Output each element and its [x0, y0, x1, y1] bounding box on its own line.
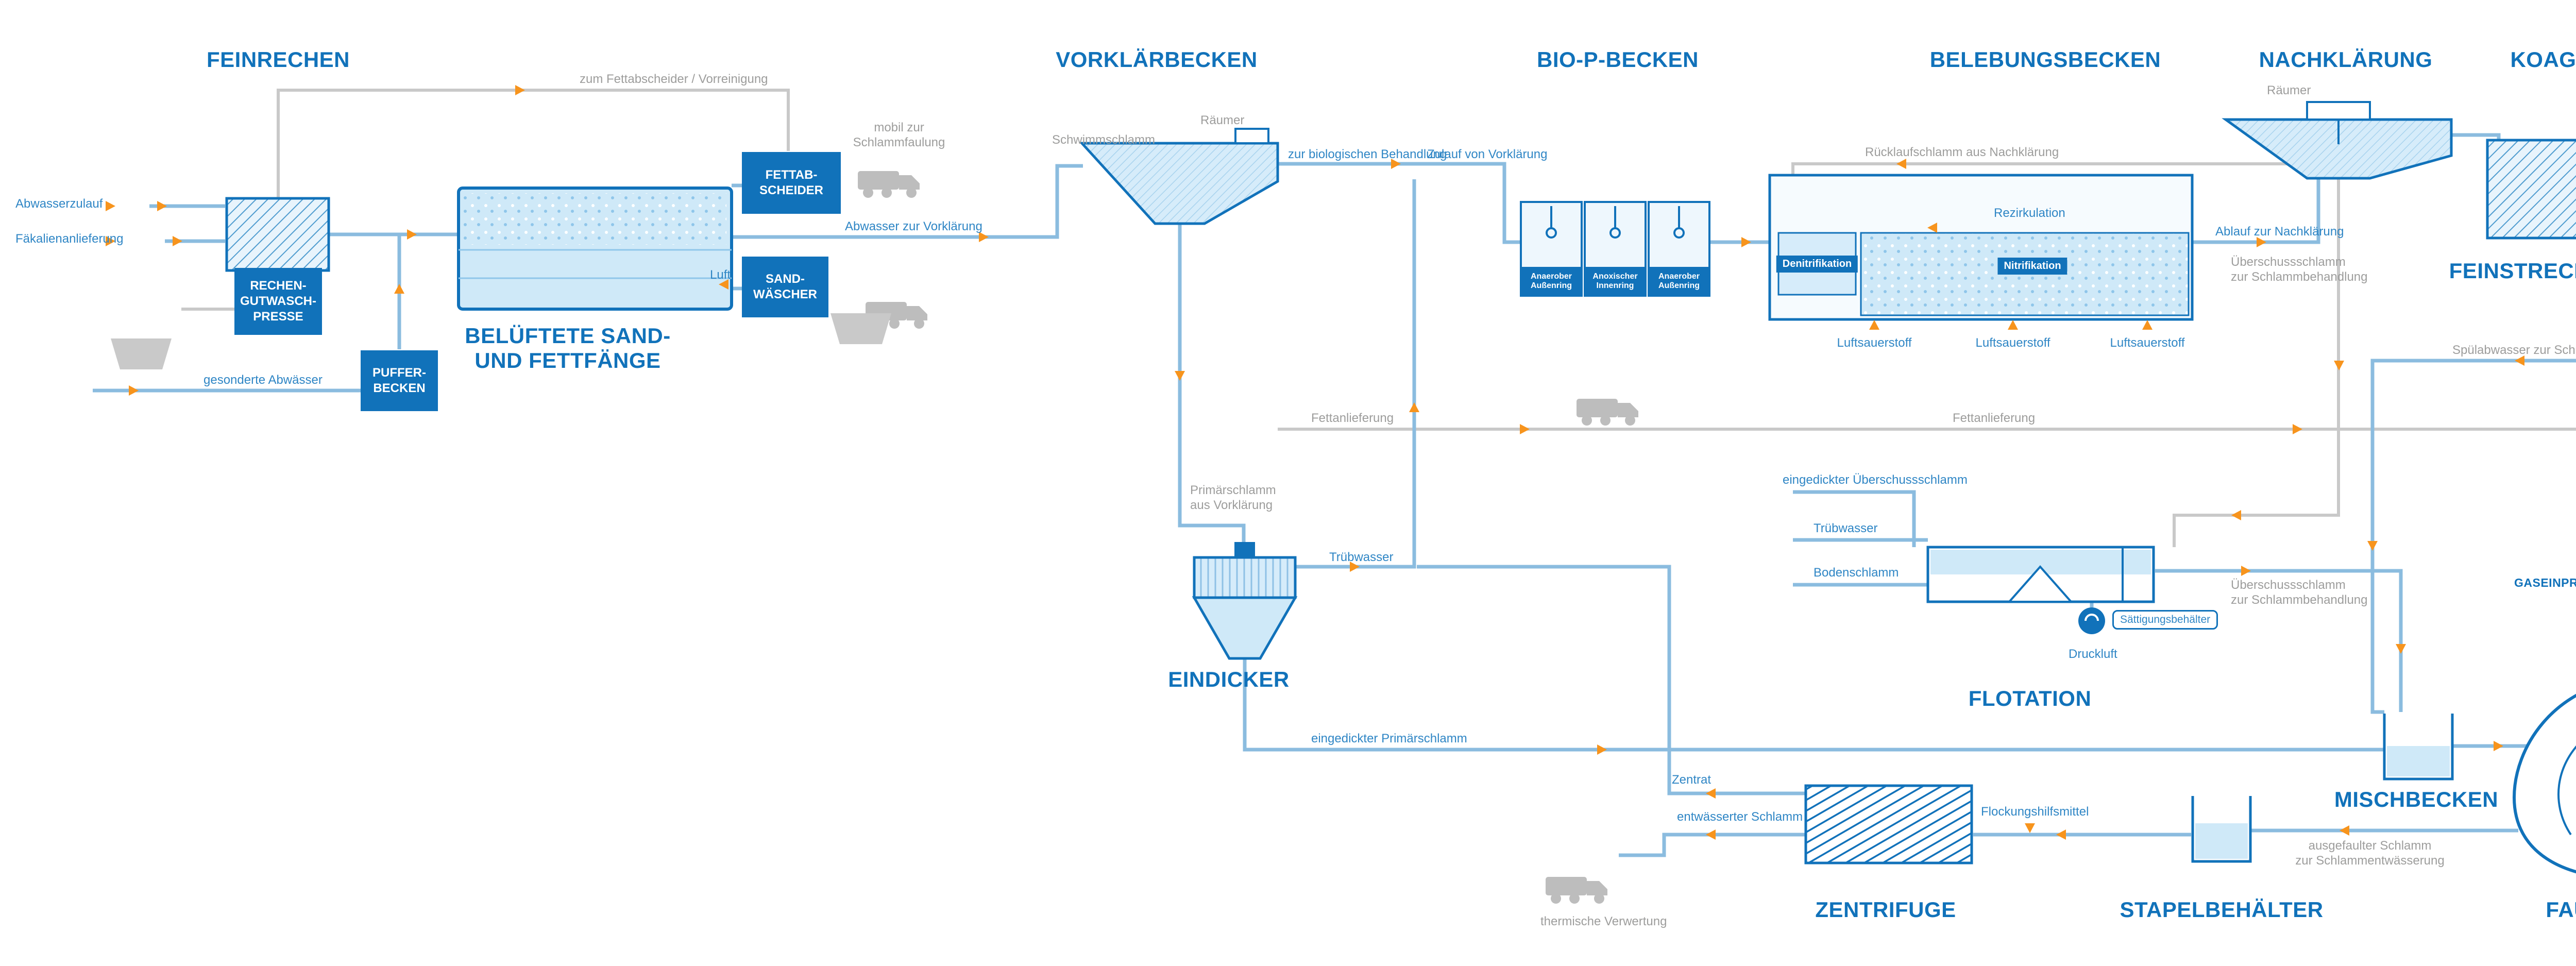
nachklaerung-unit: [2222, 101, 2453, 180]
label-luftsauerstoff-3: Luftsauerstoff: [2110, 336, 2185, 350]
title-stapelbehaelter: STAPELBEHÄLTER: [2120, 897, 2324, 922]
label-abwasser-zur-vorklaerung: Abwasser zur Vorklärung: [845, 219, 982, 233]
title-sandfang: BELÜFTETE SAND- UND FETTFÄNGE: [465, 324, 671, 373]
label-luft: Luft: [710, 268, 731, 282]
label-zentrat: Zentrat: [1672, 773, 1711, 787]
header-nachklaerung: NACHKLÄRUNG: [2259, 47, 2433, 72]
label-raeumer-nachklaerung: Räumer: [2267, 83, 2311, 97]
header-belebungsbecken: BELEBUNGSBECKEN: [1929, 47, 2161, 72]
title-feinstrechen: FEINSTRECHEN: [2449, 259, 2576, 283]
mischbecken-unit: [2383, 714, 2454, 781]
feinstrechen-unit: [2486, 139, 2576, 240]
title-faulbehaelter: FAULBEHÄLTER: [2546, 897, 2576, 922]
sandfang-unit: [457, 187, 733, 311]
gray-pipes: [181, 89, 2576, 547]
title-mischbecken: MISCHBECKEN: [2334, 787, 2499, 811]
label-ueberschussschlamm-2: Überschussschlamm zur Schlammbehandlung: [2231, 578, 2368, 607]
label-bodenschlamm: Bodenschlamm: [1814, 566, 1899, 580]
label-eingedickter-ueberschussschlamm: eingedickter Überschussschlamm: [1783, 473, 1968, 487]
label-truebwasser-flotation: Trübwasser: [1814, 521, 1878, 535]
label-eingedickter-primaerschlamm: eingedickter Primärschlamm: [1311, 732, 1467, 745]
label-entwaesserter-schlamm: entwässerter Schlamm: [1677, 810, 1803, 824]
label-fettanlieferung-2: Fettanlieferung: [1953, 411, 2036, 425]
label-zulauf-von-vorklaerung: Zulauf von Vorklärung: [1427, 147, 1548, 161]
eindicker-motor-icon: [1234, 542, 1255, 557]
nitrifikation-pill: Nitrifikation: [1997, 258, 2067, 275]
label-thermische-verwertung: thermische Verwertung: [1540, 914, 1667, 928]
label-ueberschussschlamm-1: Überschussschlamm zur Schlammbehandlung: [2231, 255, 2368, 284]
raeumer-bridge-icon: [2306, 101, 2371, 121]
label-raeumer-vorklaerung: Räumer: [1200, 113, 1245, 127]
saettigungsbehaelter-icon: [2078, 607, 2105, 634]
feinrechen-unit: [225, 197, 330, 272]
water-pipes: [93, 133, 2576, 857]
label-gesonderte-abwaesser: gesonderte Abwässer: [204, 373, 323, 387]
box-fettabscheider: FETTAB- SCHEIDER: [742, 152, 841, 214]
label-flockungshilfsmittel: Flockungshilfsmittel: [1981, 805, 2089, 819]
header-vorklaerbecken: VORKLÄRBECKEN: [1056, 47, 1258, 72]
zentrifuge-unit: [1804, 784, 1973, 865]
vorklaerbecken-unit: [1079, 128, 1279, 225]
label-luftsauerstoff-1: Luftsauerstoff: [1837, 336, 1912, 350]
label-fettanlieferung-1: Fettanlieferung: [1311, 411, 1394, 425]
label-gaseinpressung: GASEINPRESSUNG: [2514, 576, 2576, 589]
title-eindicker: EINDICKER: [1168, 667, 1290, 691]
header-koagulation-1: KOAGULATION 1: [2510, 47, 2576, 72]
label-primaerschlamm: Primärschlamm aus Vorklärung: [1190, 483, 1276, 512]
stapelbehaelter-unit: [2191, 796, 2252, 863]
label-mobil-zur-schlammfaulung: mobil zur Schlammfaulung: [853, 121, 945, 149]
label-zur-biologischen-behandlung: zur biologischen Behandlung: [1288, 147, 1447, 161]
label-faekalienanlieferung: Fäkalienanlieferung: [15, 232, 124, 246]
title-flotation: FLOTATION: [1968, 686, 2092, 710]
label-ruecklaufschlamm: Rücklaufschlamm aus Nachklärung: [1865, 145, 2059, 159]
eindicker-unit: [1192, 542, 1298, 660]
bio-p-zone-2: Anoxischer Innenring: [1585, 267, 1646, 296]
box-rechengutwaschpresse: RECHEN- GUTWASCH- PRESSE: [234, 268, 322, 335]
flotation-unit: [1926, 546, 2155, 634]
faulbehaelter-unit: [2512, 693, 2576, 874]
box-pufferbecken: PUFFER- BECKEN: [361, 350, 438, 411]
box-sandwaescher: SAND- WÄSCHER: [742, 257, 828, 317]
denitrifikation-pill: Denitrifikation: [1776, 256, 1858, 273]
bio-p-zone-3: Anaerober Außenring: [1649, 267, 1709, 296]
label-spuelabwasser-zur-schlammbehandlung: Spülabwasser zur Schlammbehandlung: [2452, 343, 2576, 357]
title-zentrifuge: ZENTRIFUGE: [1815, 897, 1956, 922]
mixer-icon: [1546, 206, 1685, 239]
label-ablauf-zur-nachklaerung: Ablauf zur Nachklärung: [2215, 225, 2344, 239]
bio-p-zone-1: Anaerober Außenring: [1521, 267, 1582, 296]
label-truebwasser-eindicker: Trübwasser: [1329, 550, 1394, 564]
label-rezirkulation: Rezirkulation: [1994, 206, 2065, 220]
label-ausgefaulter-schlamm: ausgefaulter Schlamm zur Schlammentwässe…: [2295, 839, 2445, 868]
raeumer-bridge-icon: [1234, 128, 1269, 144]
label-schwimmschlamm: Schwimmschlamm: [1052, 133, 1156, 147]
label-druckluft: Druckluft: [2069, 647, 2117, 661]
label-abwasserzulauf: Abwasserzulauf: [15, 197, 103, 211]
header-feinrechen: FEINRECHEN: [206, 47, 350, 72]
label-zum-fettabscheider: zum Fettabscheider / Vorreinigung: [580, 72, 768, 86]
belebungsbecken-unit: [1768, 174, 2194, 321]
saettigungsbehaelter-label: Sättigungsbehälter: [2112, 610, 2218, 630]
header-bio-p-becken: BIO-P-BECKEN: [1536, 47, 1699, 72]
label-luftsauerstoff-2: Luftsauerstoff: [1975, 336, 2050, 350]
